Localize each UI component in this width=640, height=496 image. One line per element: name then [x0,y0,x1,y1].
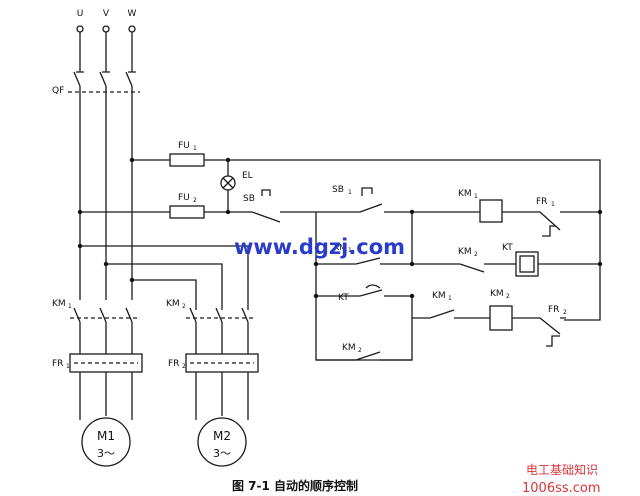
phase-label-w: W [128,9,137,19]
control-supply: FU 1 EL FU 2 SB [77,141,601,321]
svg-text:1: 1 [66,363,70,370]
fuse-fu1 [169,153,205,167]
svg-text:FR: FR [52,359,63,369]
svg-text:KM: KM [458,247,472,257]
svg-text:FR: FR [536,197,547,207]
svg-text:1: 1 [68,303,72,310]
switch-sb-label: SB [243,194,255,204]
fuse-fu2 [169,205,205,219]
terminal-w [128,25,136,33]
power-branch-m2: KM 2 FR 2 M2 3～ [77,243,259,467]
svg-text:KM: KM [458,189,472,199]
brand-line2: 1006ss.com [522,481,601,496]
phase-label-u: U [77,9,84,19]
svg-text:SB: SB [332,185,344,195]
svg-text:2: 2 [193,197,197,204]
svg-text:2: 2 [182,363,186,370]
svg-text:2: 2 [474,251,478,258]
svg-text:2: 2 [506,293,510,300]
svg-text:M1: M1 [97,429,115,443]
lamp-el-label: EL [242,171,253,181]
svg-text:2: 2 [358,347,362,354]
phase-terminals: U V W [76,9,137,33]
figure-caption: 图 7-1 自动的顺序控制 [232,478,358,493]
svg-text:2: 2 [182,303,186,310]
watermark: www.dgzj.com [234,235,405,259]
svg-text:KM: KM [432,291,446,301]
svg-text:KM: KM [334,243,346,252]
motor-m2 [197,417,247,467]
svg-text:KM: KM [166,299,180,309]
svg-text:KM: KM [490,289,504,299]
svg-text:3～: 3～ [213,447,231,460]
svg-text:1: 1 [193,145,197,152]
svg-text:3～: 3～ [97,447,115,460]
svg-text:1: 1 [474,193,478,200]
svg-text:KT: KT [338,293,349,303]
terminal-u [76,25,84,33]
svg-text:1: 1 [551,201,555,208]
svg-text:KM: KM [342,343,356,353]
control-rungs: SB 1 KM 1 FR 1 KM 1 KM 2 KT KT KM 1 [313,185,603,361]
svg-text:1: 1 [448,295,452,302]
breaker-label: QF [52,86,64,96]
coil-km2 [489,305,513,331]
svg-text:KM: KM [52,299,66,309]
svg-text:1: 1 [348,247,352,254]
motor-m1 [81,417,131,467]
svg-text:1: 1 [348,189,352,196]
svg-text:2: 2 [563,309,567,316]
main-feeders [79,32,133,300]
svg-text:KT: KT [502,243,513,253]
power-branch-m1: KM 1 FR 1 M1 3～ [52,299,143,467]
lamp-el [220,175,236,191]
coil-km1 [479,199,503,223]
fuse-fu2-label: FU [178,193,190,203]
brand-line1: 电工基础知识 [526,463,598,477]
terminal-v [102,25,110,33]
fuse-fu1-label: FU [178,141,190,151]
svg-text:M2: M2 [213,429,231,443]
phase-label-v: V [103,9,110,19]
svg-text:FR: FR [548,305,559,315]
breaker-qf: QF [52,71,140,96]
svg-text:FR: FR [168,359,179,369]
